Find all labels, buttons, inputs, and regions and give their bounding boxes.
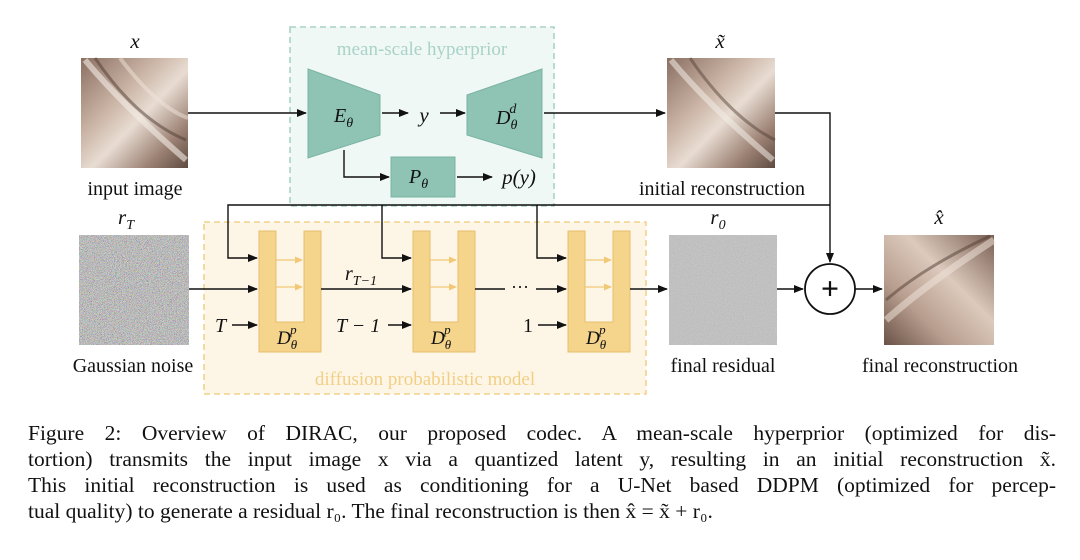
decoder-block [466,68,543,159]
caption-line-1: Figure 2: Overview of DIRAC, our propose… [28,421,1057,445]
caption-line-4: tual quality) to generate a residual r₀.… [28,499,713,523]
initial-symbol: x̃ [714,29,725,53]
hyperprior-title: mean-scale hyperprior [337,39,508,60]
step-input-T-1: T − 1 [336,315,380,337]
diffusion-title: diffusion probabilistic model [315,369,535,390]
figure-label: Figure 2: [28,421,122,445]
connectors [188,109,883,329]
residual-image [669,235,777,345]
ellipsis: ··· [511,277,529,297]
caption-line-3: This initial reconstruction is used as c… [28,473,1056,497]
input-symbol: x [129,29,140,53]
residual-symbol: r0 [710,205,725,233]
noise-label: Gaussian noise [73,355,194,377]
unet-block-1: Dθp [258,230,322,353]
caption-line-2: tortion) transmits the input image x via… [28,447,1056,471]
svg-text:Dθp: Dθp [276,322,298,352]
input-image [81,56,189,168]
svg-text:Dθp: Dθp [585,322,607,352]
step-input-T: T [215,315,228,337]
decoder-label: Dθd [495,102,517,133]
prior-block [390,156,456,198]
unet-block-2: Dθp [412,230,476,353]
residual-label: final residual [671,355,776,377]
encoder-block [307,68,381,159]
svg-text:Dθp: Dθp [430,322,452,352]
final-label: final reconstruction [862,355,1018,377]
input-label: input image [88,178,183,200]
sum-symbol: + [821,270,839,306]
initial-reconstruction-image [667,57,776,168]
step-input-1: 1 [523,315,533,337]
final-reconstruction-image [883,234,996,345]
initial-label: initial reconstruction [639,178,805,200]
figure-caption: Figure 2: Overview of DIRAC, our propose… [28,420,1056,524]
final-symbol: x̂ [933,205,944,229]
dirac-diagram: mean-scale hyperprior Eθ y Dθd Pθ p(y) d… [73,26,1018,395]
noise-image [79,235,189,345]
latent-y: y [417,103,429,127]
prob-py: p(y) [500,165,536,189]
unet-block-3: Dθp [567,230,631,353]
noise-symbol: rT [118,205,135,233]
